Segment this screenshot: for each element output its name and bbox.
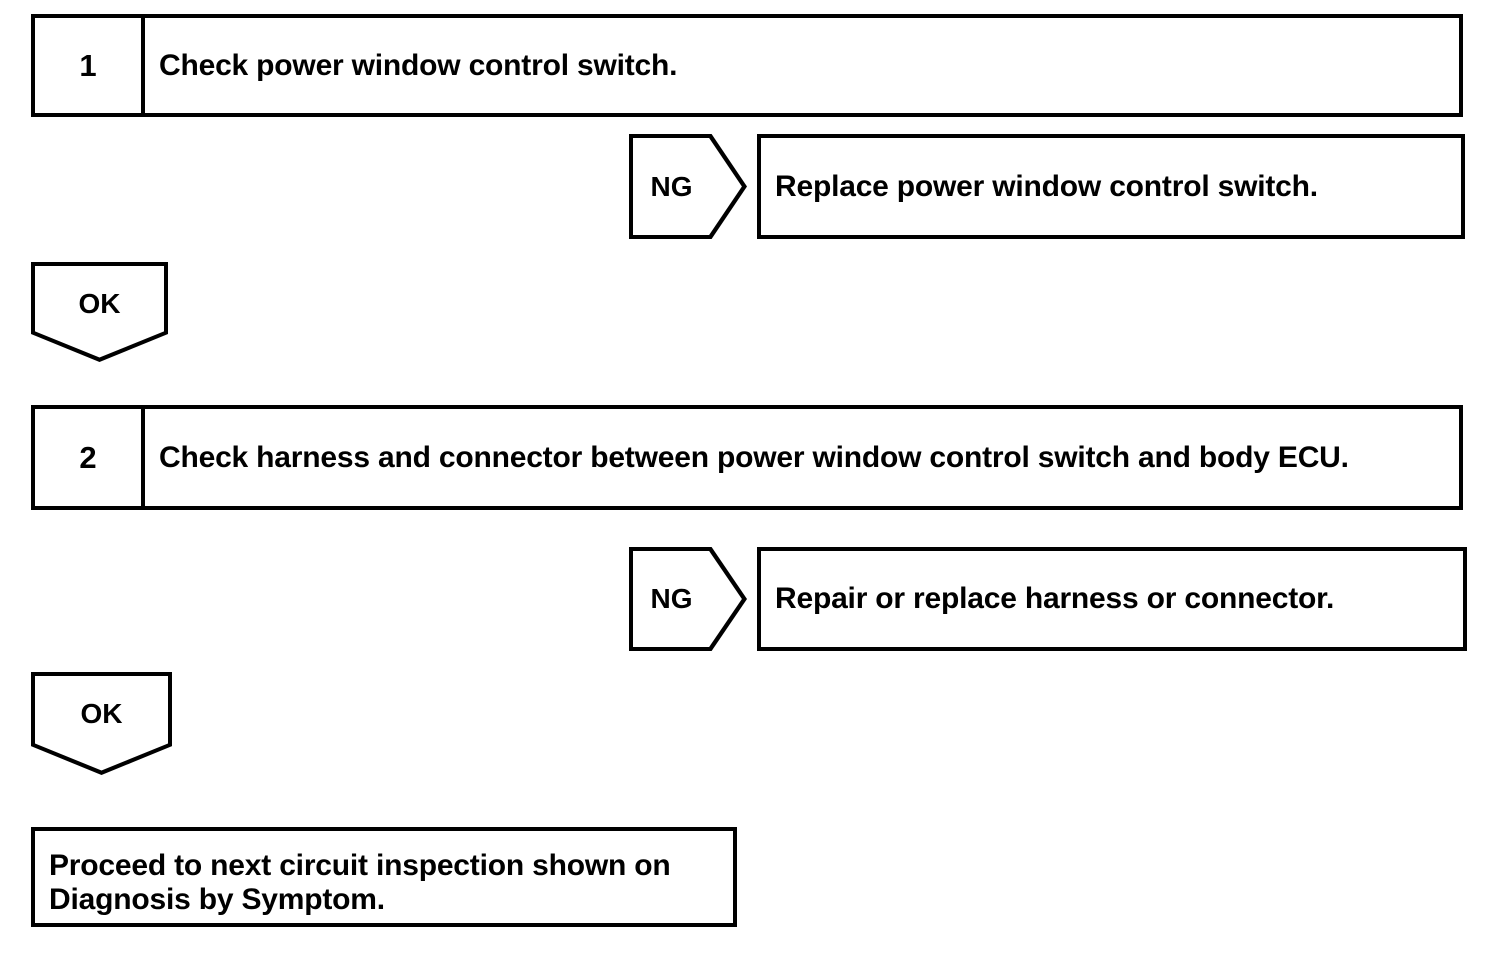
ng-arrow-1: NG (629, 134, 747, 239)
step-text-1: Check power window control switch. (159, 48, 678, 82)
final-text: Proceed to next circuit inspection shown… (49, 849, 671, 916)
ok-arrow-1-label: OK (78, 288, 121, 319)
step-text-2: Check harness and connector between powe… (159, 440, 1349, 474)
ng-arrow-1-label: NG (650, 170, 693, 202)
ok-arrow-2-label: OK (80, 698, 123, 729)
result-box-1: Replace power window control switch. (757, 134, 1465, 239)
ng-arrow-2: NG (629, 547, 747, 651)
result-text-1: Replace power window control switch. (775, 169, 1318, 203)
step-box-1: 1 Check power window control switch. (31, 14, 1463, 117)
ok-arrow-2: OK (31, 672, 172, 775)
step-number-cell-1: 1 (35, 18, 145, 113)
step-box-2: 2 Check harness and connector between po… (31, 405, 1463, 510)
final-box: Proceed to next circuit inspection shown… (31, 827, 737, 927)
ng-arrow-2-label: NG (650, 583, 693, 614)
step-number-2: 2 (79, 440, 97, 475)
result-text-2: Repair or replace harness or connector. (775, 582, 1335, 616)
ok-arrow-1: OK (31, 262, 168, 362)
step-number-1: 1 (79, 48, 97, 83)
step-number-cell-2: 2 (35, 409, 145, 506)
result-box-2: Repair or replace harness or connector. (757, 547, 1467, 651)
